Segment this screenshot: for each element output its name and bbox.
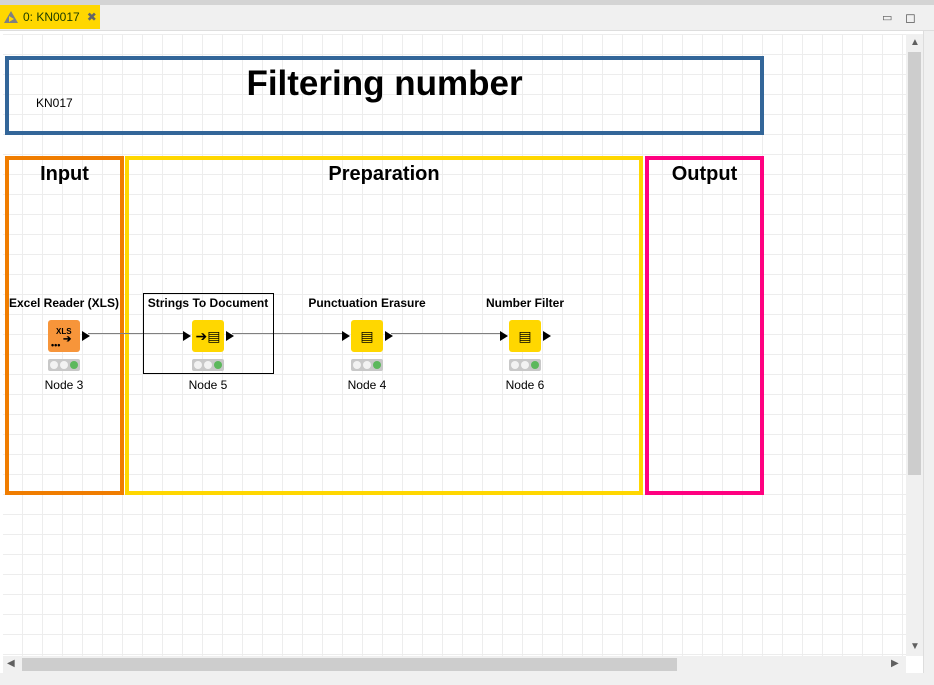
scroll-down-icon[interactable]: ▼ bbox=[910, 641, 920, 652]
window-bottom-border bbox=[0, 673, 934, 685]
xls-icon-text: XLS bbox=[56, 327, 72, 336]
tab-label: 0: KN0017 bbox=[23, 10, 80, 24]
node-name: Node 3 bbox=[44, 378, 84, 392]
node-status-lights bbox=[509, 359, 541, 371]
node-punctuation-erasure[interactable]: Punctuation Erasure ▤ Node 4 bbox=[297, 296, 437, 392]
title-annotation[interactable]: Filtering number KN017 bbox=[5, 56, 764, 135]
horizontal-scroll-thumb[interactable] bbox=[22, 658, 677, 671]
output-port[interactable] bbox=[385, 331, 393, 341]
node-excel-reader[interactable]: Excel Reader (XLS) XLS ➔ ••• Node 3 bbox=[3, 296, 134, 392]
workflow-canvas[interactable]: Filtering number KN017 Input Preparation… bbox=[3, 34, 906, 656]
vertical-scroll-thumb[interactable] bbox=[908, 52, 921, 475]
horizontal-scrollbar[interactable]: ◀ ▶ bbox=[3, 656, 906, 673]
window-right-border bbox=[923, 31, 934, 685]
output-port[interactable] bbox=[543, 331, 551, 341]
input-port[interactable] bbox=[183, 331, 191, 341]
connection[interactable] bbox=[88, 333, 185, 334]
node-status-lights bbox=[351, 359, 383, 371]
node-label: Strings To Document bbox=[147, 296, 269, 310]
input-port[interactable] bbox=[500, 331, 508, 341]
connection[interactable] bbox=[232, 333, 344, 334]
close-tab-icon[interactable]: ✖ bbox=[86, 10, 97, 24]
output-section[interactable]: Output bbox=[645, 156, 764, 495]
node-status-lights bbox=[192, 359, 224, 371]
document-filter-icon[interactable]: ▤ bbox=[509, 320, 541, 352]
workflow-title: Filtering number bbox=[246, 64, 523, 103]
window-top-border bbox=[0, 0, 934, 5]
node-number-filter[interactable]: Number Filter ▤ Node 6 bbox=[455, 296, 595, 392]
node-name: Node 4 bbox=[347, 378, 387, 392]
vertical-scrollbar[interactable]: ▲ ▼ bbox=[906, 34, 923, 656]
document-convert-icon[interactable]: ➔▤ bbox=[192, 320, 224, 352]
scroll-up-icon[interactable]: ▲ bbox=[910, 37, 920, 48]
preparation-section[interactable]: Preparation bbox=[125, 156, 643, 495]
maximize-icon[interactable]: ◻ bbox=[905, 10, 916, 25]
input-port[interactable] bbox=[342, 331, 350, 341]
node-label: Number Filter bbox=[485, 296, 564, 310]
output-port[interactable] bbox=[82, 331, 90, 341]
selection-box bbox=[143, 293, 274, 374]
node-status-lights bbox=[48, 359, 80, 371]
section-title-preparation: Preparation bbox=[328, 163, 440, 185]
section-title-input: Input bbox=[40, 163, 89, 185]
node-strings-to-document[interactable]: Strings To Document ➔▤ Node 5 bbox=[138, 296, 278, 392]
workflow-tab[interactable]: 0: KN0017 ✖ bbox=[0, 5, 100, 29]
document-filter-icon[interactable]: ▤ bbox=[351, 320, 383, 352]
scroll-right-icon[interactable]: ▶ bbox=[891, 658, 899, 669]
node-name: Node 6 bbox=[505, 378, 545, 392]
editor-tab-bar: 0: KN0017 ✖ ▭ ◻ bbox=[0, 5, 934, 31]
minimize-icon[interactable]: ▭ bbox=[882, 12, 893, 24]
warning-triangle-icon bbox=[4, 11, 18, 23]
node-label: Excel Reader (XLS) bbox=[8, 296, 120, 310]
input-section[interactable]: Input bbox=[5, 156, 124, 495]
node-label: Punctuation Erasure bbox=[308, 296, 426, 310]
section-title-output: Output bbox=[671, 163, 738, 185]
output-port[interactable] bbox=[226, 331, 234, 341]
connection[interactable] bbox=[391, 333, 502, 334]
scroll-left-icon[interactable]: ◀ bbox=[7, 658, 15, 669]
node-name: Node 5 bbox=[188, 378, 228, 392]
excel-reader-icon[interactable]: XLS ➔ ••• bbox=[48, 320, 80, 352]
workflow-subtitle: KN017 bbox=[36, 96, 73, 110]
